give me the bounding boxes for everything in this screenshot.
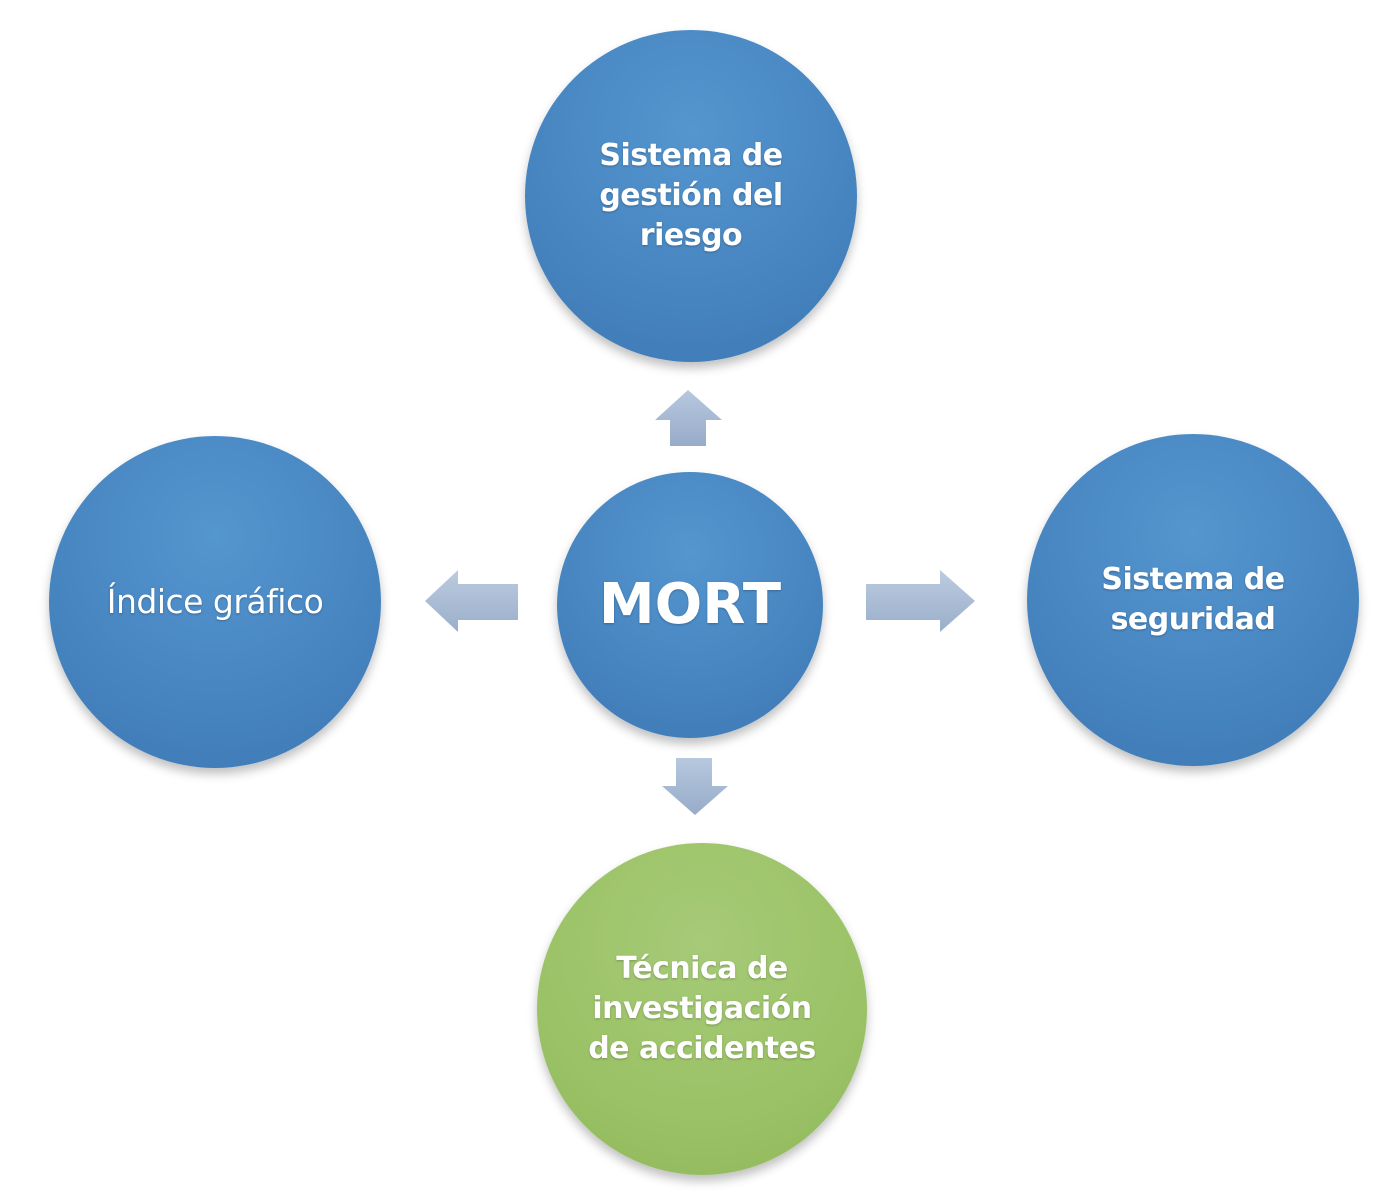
node-risk-management-system: Sistema de gestión del riesgo [525,30,857,362]
node-label-line: seguridad [1110,602,1276,637]
node-label-line: riesgo [639,218,743,253]
node-label-line: Sistema de [1101,562,1285,597]
node-label-line: de accidentes [588,1031,816,1066]
node-label: Índice gráfico [106,582,324,621]
arrow-right-icon [866,570,975,632]
node-label-line: investigación [592,991,812,1026]
node-graphic-index: Índice gráfico [49,436,381,768]
arrow-up-icon [655,390,722,446]
node-label-line: Técnica de [616,951,788,986]
node-accident-investigation: Técnica de investigación de accidentes [537,843,867,1175]
arrow-left-icon [425,570,518,632]
node-safety-system: Sistema de seguridad [1027,434,1359,766]
arrow-down-icon [662,758,728,815]
node-label-line: gestión del [599,178,783,213]
center-label: MORT [598,572,782,637]
node-label-line: Sistema de [599,138,783,173]
node-mort-center: MORT [557,472,823,738]
